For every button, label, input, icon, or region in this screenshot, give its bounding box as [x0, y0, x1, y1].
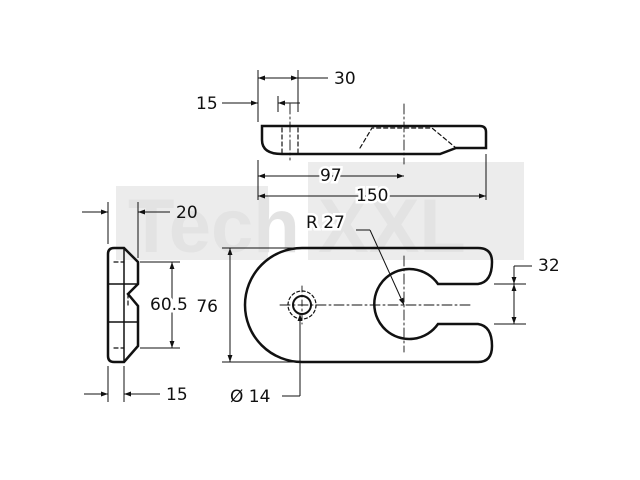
plan-view-dimensions — [222, 229, 532, 397]
dim-label-97: 97 — [320, 166, 342, 186]
top-view — [260, 103, 488, 165]
top-view-hidden-edge — [359, 127, 457, 149]
dim-label-30: 30 — [334, 69, 356, 89]
dim-label-150: 150 — [356, 186, 388, 206]
top-view-dimensions — [222, 70, 487, 200]
top-view-outline — [260, 124, 488, 156]
side-view-outline — [106, 246, 140, 364]
dim-label-76: 76 — [196, 297, 218, 317]
dim-label-20: 20 — [176, 203, 198, 223]
dim-label-diameter-14: Ø 14 — [230, 387, 270, 407]
dim-label-15-side: 15 — [166, 385, 188, 405]
dim-label-r27: R 27 — [306, 213, 345, 233]
dim-label-32: 32 — [538, 256, 560, 276]
plan-view-outline — [243, 246, 494, 364]
side-view-dimensions — [82, 202, 180, 402]
dim-label-60-5: 60.5 — [150, 295, 188, 315]
side-view — [106, 246, 140, 364]
dim-label-15-top: 15 — [196, 94, 218, 114]
radius-leader — [369, 229, 405, 306]
side-view-hidden-edge — [113, 261, 129, 349]
